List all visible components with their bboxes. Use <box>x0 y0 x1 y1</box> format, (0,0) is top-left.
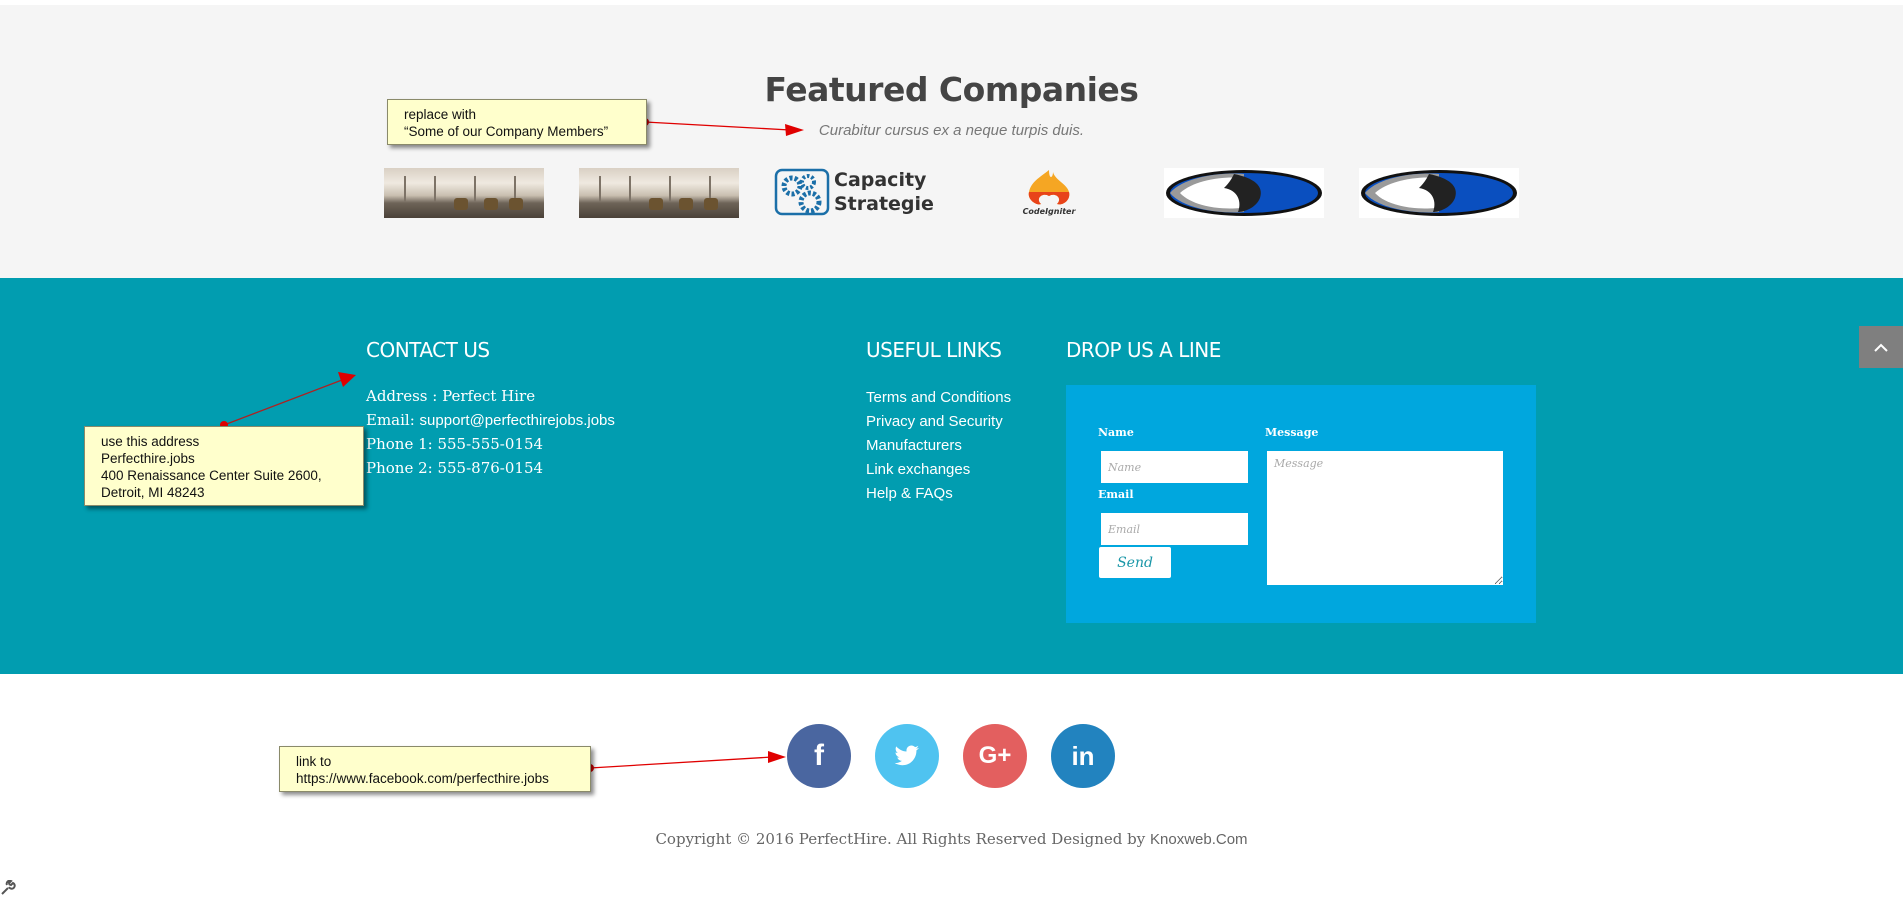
copyright-text: Copyright © 2016 PerfectHire. All Rights… <box>0 830 1903 848</box>
company-logo-codeigniter[interactable]: CodeIgniter <box>969 168 1129 218</box>
company-logo-mavericks-1[interactable] <box>1164 168 1324 218</box>
email-label: Email <box>1098 488 1134 501</box>
chevron-up-icon <box>1874 343 1888 352</box>
featured-companies-subtitle: Curabitur cursus ex a neque turpis duis. <box>818 122 1085 139</box>
scroll-to-top-button[interactable] <box>1859 326 1903 368</box>
link-exchanges[interactable]: Link exchanges <box>866 461 971 478</box>
company-logo-mavericks-2[interactable] <box>1359 168 1519 218</box>
link-manufacturers[interactable]: Manufacturers <box>866 437 962 454</box>
arrow-facebook <box>586 751 786 772</box>
annotation-note-featured: replace with “Some of our Company Member… <box>387 99 647 145</box>
twitter-button[interactable] <box>875 724 939 788</box>
contact-email: Email: support@perfecthirejobs.jobs <box>366 411 615 429</box>
copyright-statement: Copyright © 2016 PerfectHire. All Rights… <box>655 830 1150 848</box>
capacity-text: Capacity <box>834 169 927 191</box>
facebook-button[interactable]: f <box>787 724 851 788</box>
link-terms-and-conditions[interactable]: Terms and Conditions <box>866 389 1012 406</box>
name-label: Name <box>1098 426 1134 439</box>
twitter-icon <box>894 745 919 766</box>
codeigniter-text: CodeIgniter <box>1022 207 1076 216</box>
flame-icon <box>1028 170 1070 205</box>
message-textarea[interactable] <box>1267 451 1503 585</box>
contact-us-heading: CONTACT US <box>366 338 490 362</box>
wrench-icon[interactable] <box>0 880 16 896</box>
google-plus-icon: G+ <box>978 742 1012 769</box>
name-input[interactable] <box>1101 451 1248 483</box>
drop-us-a-line-heading: DROP US A LINE <box>1066 338 1221 362</box>
linkedin-icon: in <box>1071 740 1095 771</box>
annotation-note-address: use this address Perfecthire.jobs 400 Re… <box>84 426 364 506</box>
company-logo-conference-room-2[interactable] <box>579 168 739 218</box>
link-privacy-and-security[interactable]: Privacy and Security <box>866 413 1003 430</box>
email-input[interactable] <box>1101 513 1248 545</box>
send-button[interactable]: Send <box>1099 547 1171 578</box>
gears-icon <box>774 168 830 216</box>
contact-address: Address : Perfect Hire <box>366 387 536 405</box>
mavericks-horse-icon <box>1166 170 1322 216</box>
company-logo-capacity-strategies[interactable]: Capacity Strategies <box>774 168 934 218</box>
linkedin-button[interactable]: in <box>1051 724 1115 788</box>
featured-companies-section <box>0 5 1903 278</box>
contact-email-link[interactable]: support@perfecthirejobs.jobs <box>419 412 615 429</box>
facebook-icon: f <box>814 739 824 772</box>
mavericks-horse-icon <box>1361 170 1517 216</box>
featured-companies-title: Featured Companies <box>764 70 1139 109</box>
useful-links-heading: USEFUL LINKS <box>866 338 1002 362</box>
company-logo-conference-room-1[interactable] <box>384 168 544 218</box>
contact-phone-2: Phone 2: 555-876-0154 <box>366 459 544 477</box>
link-help-faqs[interactable]: Help & FAQs <box>866 485 953 502</box>
google-plus-button[interactable]: G+ <box>963 724 1027 788</box>
contact-phone-1: Phone 1: 555-555-0154 <box>366 435 544 453</box>
annotation-note-facebook: link to https://www.facebook.com/perfect… <box>279 746 591 792</box>
contact-email-label: Email: <box>366 411 420 429</box>
strategies-text: Strategies <box>834 193 934 215</box>
message-label: Message <box>1265 426 1319 439</box>
designer-link[interactable]: Knoxweb.Com <box>1150 831 1248 848</box>
